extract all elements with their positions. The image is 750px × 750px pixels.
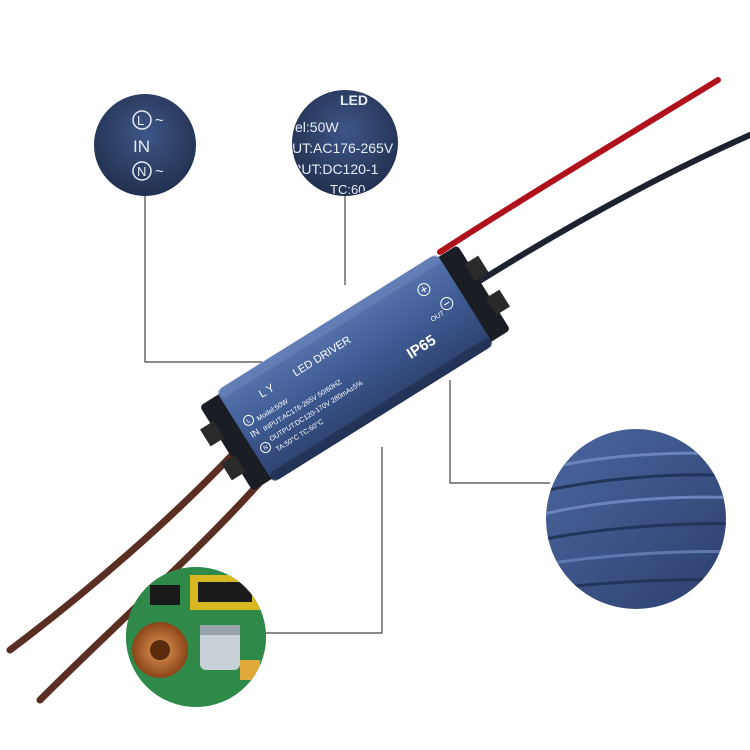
in-label: IN <box>248 426 261 439</box>
callout-in-label: IN <box>133 137 150 156</box>
callout-line3: UT:AC176-265V <box>292 140 394 156</box>
callout-line1: LED <box>340 92 368 108</box>
leader-pcb <box>262 447 383 634</box>
n-mark: N <box>263 445 270 452</box>
callout-n-tilde: ~ <box>155 163 164 180</box>
n-terminal-icon <box>260 441 272 453</box>
callout-line5: TC:60 <box>330 182 365 197</box>
minus-icon <box>440 297 454 311</box>
n-circle-icon <box>132 161 152 181</box>
led-driver-housing: L Y LED DRIVER Model:50W INPUT:AC176-265… <box>200 246 510 490</box>
callout-n-mark: N <box>137 164 146 179</box>
leader-fins <box>449 380 550 484</box>
wire-black <box>459 132 750 295</box>
callout-fins <box>546 429 726 609</box>
callout-l-mark: L <box>137 113 144 128</box>
end-cap-left <box>201 393 274 490</box>
output-wires <box>437 77 750 295</box>
end-cap-right <box>436 246 509 343</box>
callout-label: LED el:50W UT:AC176-265V PUT:DC120-1 TC:… <box>292 90 398 197</box>
callout-terminals: L ~ IN N ~ <box>94 94 196 196</box>
housing-body <box>219 256 491 480</box>
l-terminal-icon <box>243 414 255 426</box>
leader-terminals <box>144 196 262 363</box>
l-circle-icon <box>132 110 152 130</box>
callout-l-tilde: ~ <box>155 112 164 129</box>
plus-icon <box>417 283 431 297</box>
callout-pcb <box>126 567 266 707</box>
leader-lines <box>144 196 550 634</box>
polarity-marks <box>243 283 454 453</box>
callout-line2: el:50W <box>295 119 339 135</box>
wire-red <box>437 77 721 255</box>
l-mark: L <box>246 418 253 425</box>
callout-line4: PUT:DC120-1 <box>292 161 379 177</box>
wire-brown-1 <box>6 451 236 654</box>
